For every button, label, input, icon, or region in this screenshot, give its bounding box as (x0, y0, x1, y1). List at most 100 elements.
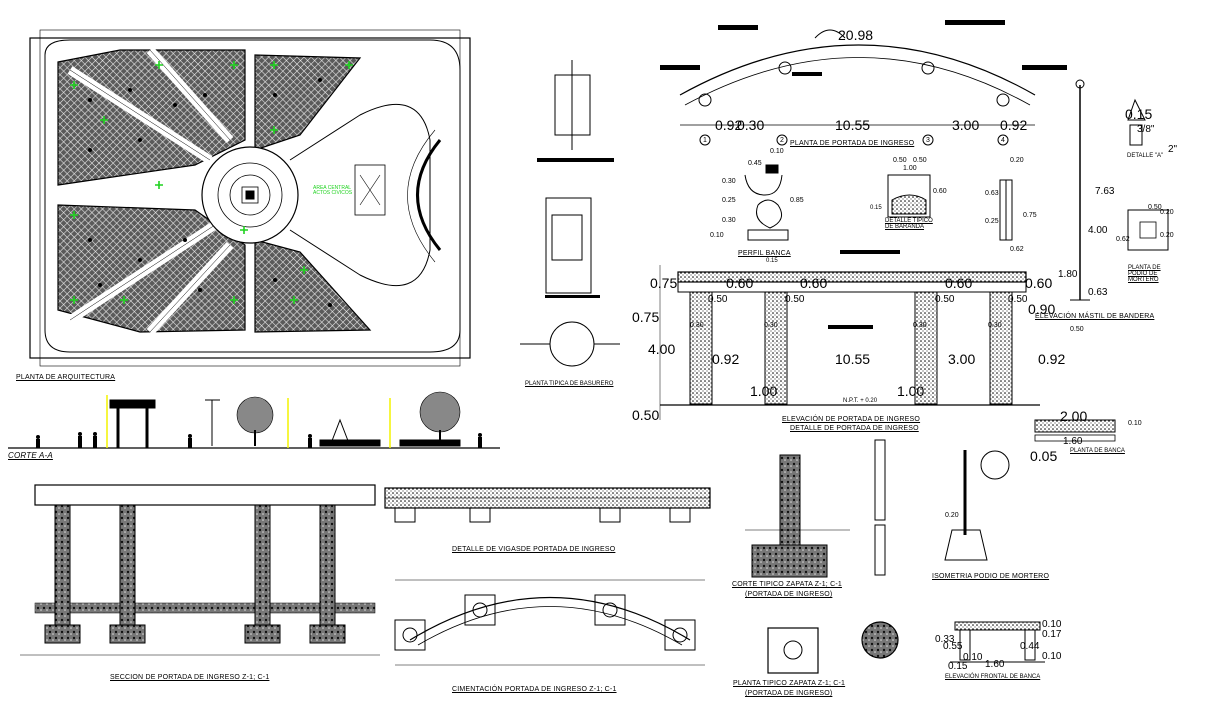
podio-020b: 0.20 (1160, 232, 1174, 239)
mast-063: 0.63 (1088, 287, 1108, 298)
eb-010b: 0.10 (1042, 651, 1062, 662)
title-planta-podio: PLANTA DE PODIO DE MORTERO (1128, 265, 1161, 283)
grid-4: 4 (1001, 137, 1005, 144)
elev-050a: 0.50 (708, 294, 728, 305)
banca-200: 2.00 (1060, 408, 1088, 424)
eb-160: 1.60 (985, 659, 1005, 670)
planter-bottom-right (254, 239, 372, 333)
gate-elevation (659, 250, 1040, 420)
elev-030b: 0.30 (764, 322, 778, 329)
gate-plan-arch (660, 20, 1067, 146)
subtitle-planta-zapata: (PORTADA DE INGRESO) (745, 690, 833, 697)
perfil-010: 0.10 (770, 148, 784, 155)
eb-033: 0.33 (935, 634, 955, 645)
title-seccion-portada: SECCION DE PORTADA DE INGRESO Z-1; C-1 (110, 674, 270, 681)
title-isometria-podio: ISOMETRIA PODIO DE MORTERO (932, 573, 1050, 580)
elev-100b: 1.00 (897, 383, 925, 399)
elev-300: 3.00 (948, 351, 976, 367)
footing-section (745, 439, 886, 578)
elev-050c: 0.50 (935, 294, 955, 305)
elev-060b: 0.60 (800, 275, 828, 291)
title-planta-arquitectura: PLANTA DE ARQUITECTURA (16, 374, 116, 381)
elev-060d: 0.60 (1025, 275, 1053, 291)
det-025: 0.25 (985, 218, 999, 225)
railing-detail (887, 174, 931, 218)
title-elevacion-banca: ELEVACIÓN FRONTAL DE BANCA (945, 674, 1041, 680)
perfil-015: 0.15 (766, 258, 778, 264)
banca-010: 0.10 (1128, 420, 1142, 427)
section-a-a (8, 391, 500, 449)
tree-dots (88, 78, 332, 307)
elev-030a: 0.30 (690, 322, 704, 329)
mast-015: 0.15 (1125, 106, 1153, 122)
elev-050bottom: 0.50 (632, 407, 660, 423)
elev-075b: 0.75 (632, 309, 660, 325)
elev-400: 4.00 (648, 341, 676, 357)
title-elevacion-mastil: ELEVACIÓN MÁSTIL DE BANDERA (1035, 313, 1155, 320)
bench-profile (744, 164, 789, 241)
title-detalle-a: DETALLE "A" (1127, 153, 1164, 159)
elev-092-left: 0.92 (712, 351, 740, 367)
gate-section (20, 484, 380, 656)
dim-plan-center: 10.55 (835, 117, 871, 133)
elev-092: 0.92 (1038, 351, 1066, 367)
elev-060c: 0.60 (945, 275, 973, 291)
eb-055: 0.55 (943, 641, 963, 652)
grid-1: 1 (703, 137, 707, 144)
perfil-010b: 0.10 (710, 232, 724, 239)
det-020: 0.20 (1010, 157, 1024, 164)
elev-060a: 0.60 (726, 275, 754, 291)
eb-044: 0.44 (1020, 641, 1040, 652)
dim-arc-span: 20.98 (838, 27, 874, 43)
eb-017: 0.17 (1042, 629, 1062, 640)
title-planta-banca: PLANTA DE BANCA (1070, 448, 1125, 454)
perfil-030: 0.30 (722, 178, 736, 185)
label-npt: N.P.T. + 0.20 (843, 398, 878, 404)
elev-090: 0.90 (1028, 301, 1056, 317)
podio-050: 0.50 (1148, 204, 1162, 211)
elev-050d: 0.50 (1008, 294, 1028, 305)
banca-005: 0.05 (1030, 448, 1058, 464)
elev-050b: 0.50 (785, 294, 805, 305)
perfil-045: 0.45 (748, 160, 762, 167)
site-plan (29, 29, 471, 367)
eb-010c: 0.10 (963, 652, 983, 663)
grid-2: 2 (780, 137, 784, 144)
dim-plan-right2: 0.92 (1000, 117, 1028, 133)
title-elevacion-portada: ELEVACIÓN DE PORTADA DE INGRESO (782, 416, 921, 423)
dim-plan-right: 3.00 (952, 117, 980, 133)
shrub-markers (70, 61, 353, 304)
baranda-050a: 0.50 (893, 157, 907, 164)
elev-030c: 0.30 (913, 322, 927, 329)
planter-top-right (254, 54, 362, 151)
title-planta-zapata: PLANTA TIPICO ZAPATA Z-1; C-1 (733, 680, 846, 687)
eb-015: 0.15 (948, 661, 968, 672)
banca-160: 1.60 (1063, 436, 1083, 447)
grid-3: 3 (926, 137, 930, 144)
title-perfil-banca: PERFIL BANCA (738, 250, 791, 257)
eb-010: 0.10 (1042, 619, 1062, 630)
mast-3-8: 3/8" (1137, 124, 1155, 135)
flag-mast (1070, 79, 1169, 301)
elev-050r: 0.50 (1070, 326, 1084, 333)
dim-plan-left2: 0.30 (737, 117, 765, 133)
elev-100a: 1.00 (750, 383, 778, 399)
title-detalle-baranda: DETALLE TIPICO DE BARANDA (885, 218, 933, 230)
baranda-050b: 0.50 (913, 157, 927, 164)
label-area-central: AREA CENTRAL ACTOS CIVICOS (313, 185, 353, 196)
bench-plan (1034, 419, 1116, 442)
dim-plan-left: 0.92 (715, 117, 743, 133)
podium-isometric (944, 450, 1010, 561)
iso-020: 0.20 (945, 512, 959, 519)
elev-030d: 0.30 (988, 322, 1002, 329)
beam-detail (384, 487, 711, 523)
elev-075: 0.75 (650, 275, 678, 291)
title-corte-aa: CORTE A-A (8, 451, 53, 460)
title-cimentacion: CIMENTACIÓN PORTADA DE INGRESO Z-1; C-1 (452, 686, 617, 693)
podio-062: 0.62 (1116, 236, 1130, 243)
perfil-085: 0.85 (790, 197, 804, 204)
det-075: 0.75 (1023, 212, 1037, 219)
mast-400: 4.00 (1088, 225, 1108, 236)
human-figures (36, 432, 482, 448)
